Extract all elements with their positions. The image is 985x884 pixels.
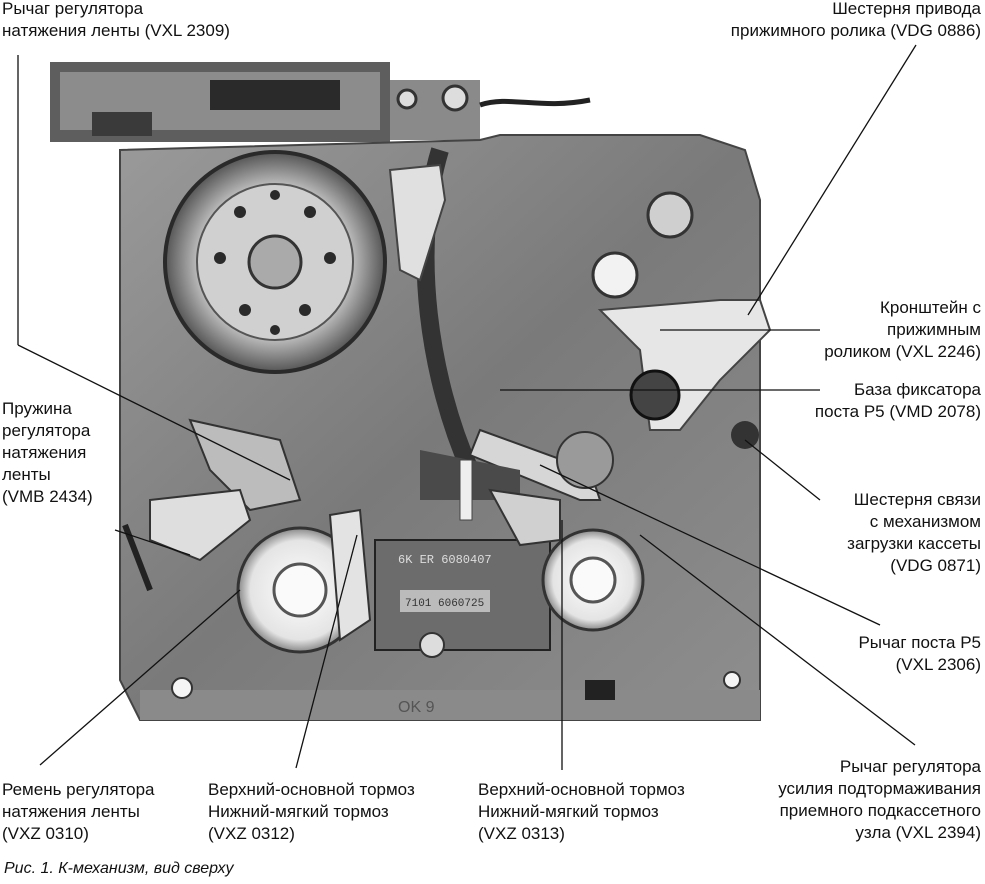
figure-caption: Рис. 1. К-механизм, вид сверху: [4, 860, 234, 877]
label-tension-lever: Рычаг регулятора натяжения ленты (VXL 23…: [2, 0, 230, 40]
label-brake-right: Верхний-основной тормоз Нижний-мягкий то…: [478, 780, 685, 843]
label-p5-base: База фиксатора поста P5 (VMD 2078): [814, 380, 981, 421]
label-pinch-gear: Шестерня привода прижимного ролика (VDG …: [730, 0, 981, 40]
label-belt: Ремень регулятора натяжения ленты (VXZ 0…: [2, 780, 155, 843]
label-p5-lever: Рычаг поста P5 (VXL 2306): [858, 633, 981, 674]
photo-label-sticker: 7101 6060725: [405, 598, 484, 610]
label-brake-left: Верхний-основной тормоз Нижний-мягкий то…: [208, 780, 415, 843]
label-tension-spring: Пружина регулятора натяжения ленты (VMB …: [2, 399, 93, 506]
label-pinch-bracket: Кронштейн с прижимным роликом (VXL 2246): [824, 298, 981, 361]
label-link-gear: Шестерня связи с механизмом загрузки кас…: [847, 490, 981, 575]
label-takeup-lever: Рычаг регулятора усилия подтормаживания …: [778, 757, 981, 842]
photo-label-top: 6K ER 6080407: [398, 553, 492, 567]
photo-bottom-mark: OK 9: [398, 699, 435, 716]
